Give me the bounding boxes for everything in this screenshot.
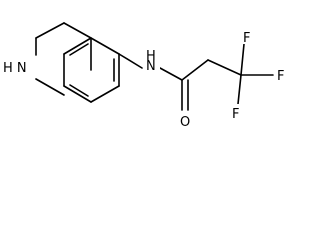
bond [63,37,92,55]
fluorine-bottom-label: F [232,107,239,122]
bond [90,85,120,103]
fluorine-top-label: F [243,31,250,46]
bond [63,22,92,39]
bond [181,59,209,81]
bond [63,85,92,103]
bond [240,43,245,76]
bond [69,43,89,56]
aromatic-ring [63,37,120,103]
bond [35,22,65,39]
fluorine-right-label: F [277,69,284,84]
bond [90,37,120,55]
bond [207,59,242,76]
carbonyl-o-label: O [180,115,190,130]
bond [237,74,242,105]
atom-labels: H N N H O F F F [0,28,289,130]
bond [118,53,143,69]
bond [69,84,89,97]
bond [159,67,183,81]
amide-n-label: N [146,59,156,74]
bond [35,78,65,96]
molecule-structure: H N N H O F F F [0,22,289,130]
saturated-ring [35,22,92,96]
side-chain [118,43,274,111]
amide-h-label: H [146,49,156,64]
ring-nh-label: H N [3,61,27,76]
